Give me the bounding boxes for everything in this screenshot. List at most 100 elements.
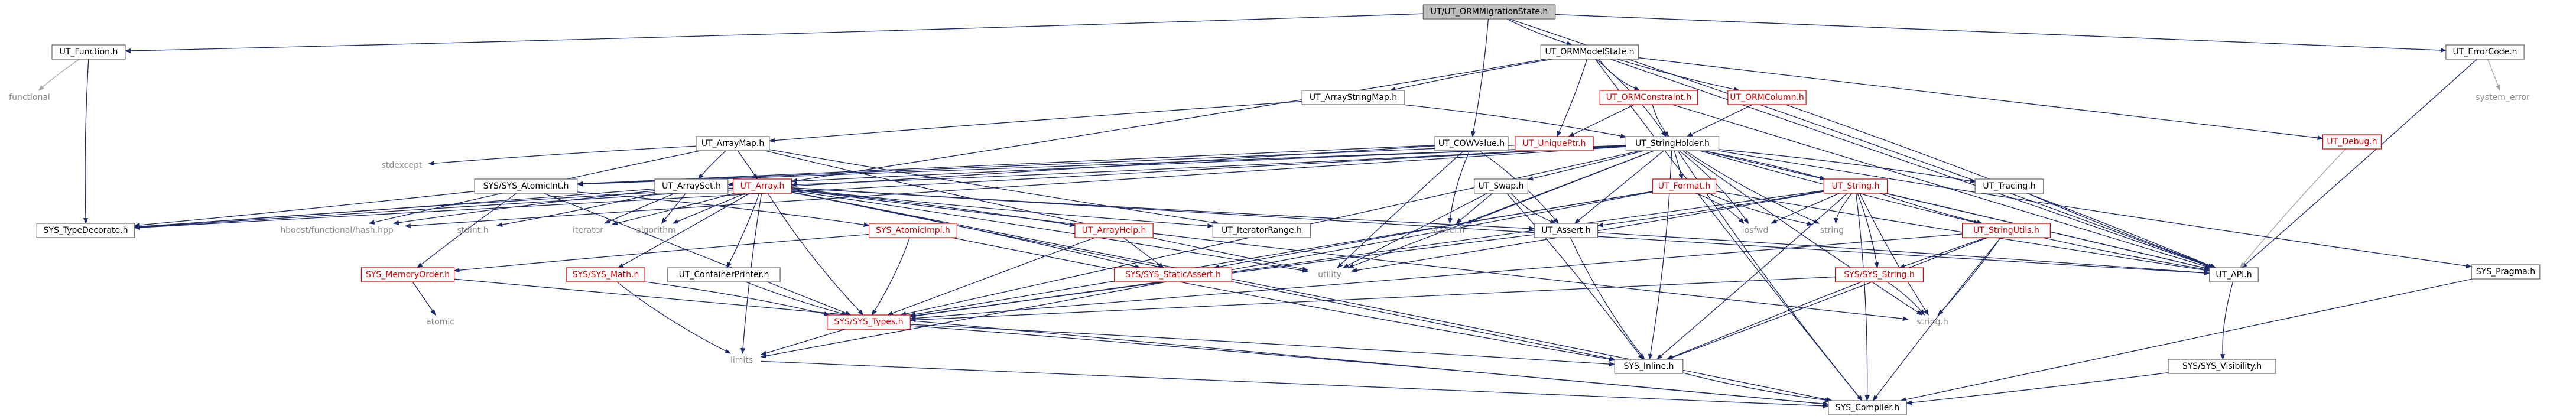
node-ormcol[interactable]: UT_ORMColumn.h	[1727, 90, 1807, 105]
node-label: functional	[9, 93, 50, 102]
node-err[interactable]: UT_ErrorCode.h	[2445, 44, 2525, 60]
node-ahelp[interactable]: UT_ArrayHelp.h	[1074, 223, 1154, 238]
edge-root-to-err	[1555, 14, 2447, 53]
node-uptr[interactable]: UT_UniquePtr.h	[1515, 136, 1594, 151]
node-label: limits	[730, 356, 753, 365]
node-box	[1614, 359, 1684, 374]
edge-assert-to-inline	[1570, 237, 1645, 360]
node-box	[1974, 178, 2044, 194]
node-fn[interactable]: UT_Function.h	[51, 44, 126, 60]
node-sh[interactable]: UT_StringHolder.h	[1625, 136, 1720, 151]
edge-dbg-to-api	[2240, 148, 2346, 268]
node-box	[1114, 267, 1232, 282]
node-label: SYS/SYS_String.h	[1844, 270, 1914, 280]
node-box	[654, 178, 729, 194]
node-trace[interactable]: UT_Tracing.h	[1974, 178, 2044, 194]
edge-arr-to-itrange	[791, 188, 1214, 229]
edge-aset-to-algorithm	[661, 193, 686, 224]
node-box	[1074, 223, 1154, 238]
node-label: SYS/SYS_Math.h	[573, 270, 639, 280]
node-box	[1599, 90, 1698, 105]
node-label: UT_Format.h	[1658, 181, 1710, 191]
node-memorder[interactable]: SYS_MemoryOrder.h	[360, 267, 455, 282]
node-ormc[interactable]: UT_ORMConstraint.h	[1599, 90, 1698, 105]
node-label: UT_Array.h	[740, 181, 785, 191]
edge-fmt-to-string	[1707, 193, 1814, 226]
node-dbg[interactable]: UT_Debug.h	[2322, 134, 2382, 150]
node-aset[interactable]: UT_ArraySet.h	[654, 178, 729, 194]
node-box	[51, 44, 126, 60]
edge-ormcol-to-sh	[1686, 104, 1753, 137]
node-types[interactable]: SYS/SYS_Types.h	[827, 314, 911, 330]
edge-arr-to-contp	[726, 193, 760, 268]
edge-sh-to-iosfwd	[1678, 150, 1749, 224]
edge-sh-to-trace	[1719, 149, 1976, 184]
node-algorithm: algorithm	[636, 226, 676, 235]
node-box	[1962, 223, 2051, 238]
node-contp[interactable]: UT_ContainerPrinter.h	[667, 267, 781, 282]
node-box	[2471, 264, 2541, 280]
edge-ahelp-to-sassert	[1123, 237, 1164, 268]
node-box	[696, 136, 770, 151]
node-root[interactable]: UT/UT_ORMMigrationState.h	[1422, 4, 1556, 20]
edge-atimpl-to-inline	[951, 237, 1616, 362]
node-arr[interactable]: UT_Array.h	[732, 178, 792, 194]
node-label: SYS_AtomicImpl.h	[876, 226, 950, 235]
edge-api-to-vis	[2220, 281, 2234, 360]
node-label: UT_ORMColumn.h	[1730, 93, 1804, 102]
node-box	[2209, 267, 2259, 282]
node-label: UT_String.h	[1832, 181, 1880, 191]
node-tdec[interactable]: SYS_TypeDecorate.h	[36, 223, 135, 238]
node-str[interactable]: UT_String.h	[1823, 178, 1888, 194]
edge-sh-to-hboost	[404, 146, 1626, 228]
node-iterator: iterator	[573, 226, 603, 235]
node-itrange[interactable]: UT_IteratorRange.h	[1212, 223, 1311, 238]
node-syserr: system_error	[2476, 93, 2530, 102]
node-box	[1828, 400, 1907, 415]
node-label: UT_ArrayMap.h	[701, 139, 764, 148]
node-ormms[interactable]: UT_ORMModelState.h	[1540, 44, 1639, 60]
node-fmt[interactable]: UT_Format.h	[1652, 178, 1717, 194]
edge-sh-to-assert	[1574, 150, 1664, 224]
node-inline[interactable]: SYS_Inline.h	[1614, 359, 1684, 374]
node-math[interactable]: SYS/SYS_Math.h	[566, 267, 645, 282]
node-swap[interactable]: UT_Swap.h	[1474, 178, 1528, 194]
edge-asm-to-sh	[1402, 104, 1627, 138]
node-sysatomic[interactable]: SYS/SYS_AtomicInt.h	[474, 178, 578, 194]
node-compiler[interactable]: SYS_Compiler.h	[1828, 400, 1907, 415]
node-assert[interactable]: UT_Assert.h	[1534, 223, 1599, 238]
node-cow[interactable]: UT_COWValue.h	[1434, 136, 1509, 151]
node-label: stdexcept	[382, 161, 423, 170]
edge-sysatomic-to-tdec	[134, 191, 475, 228]
edge-sutil-to-api	[2042, 237, 2210, 272]
node-pragma[interactable]: SYS_Pragma.h	[2471, 264, 2541, 280]
node-asm[interactable]: UT_ArrayStringMap.h	[1301, 90, 1405, 105]
edge-err-to-api	[2241, 59, 2477, 268]
edge-fn-to-tdec	[83, 59, 89, 224]
node-box	[1474, 178, 1528, 194]
node-sutil[interactable]: UT_StringUtils.h	[1962, 223, 2051, 238]
node-atimpl[interactable]: SYS_AtomicImpl.h	[868, 223, 957, 238]
node-sassert[interactable]: SYS/SYS_StaticAssert.h	[1114, 267, 1232, 282]
node-hboost: hboost/functional/hash.hpp	[280, 226, 394, 235]
node-box	[1652, 178, 1717, 194]
edge-amap-to-stdexcept	[428, 145, 697, 166]
node-sysstr[interactable]: SYS/SYS_String.h	[1835, 267, 1924, 282]
edge-arr-to-math	[618, 193, 751, 268]
node-atomic: atomic	[426, 317, 454, 327]
node-box	[667, 267, 781, 282]
node-amap[interactable]: UT_ArrayMap.h	[696, 136, 770, 151]
node-api[interactable]: UT_API.h	[2209, 267, 2259, 282]
node-label: UT_ContainerPrinter.h	[679, 270, 769, 280]
node-vis[interactable]: SYS/SYS_Visibility.h	[2168, 359, 2276, 374]
edge-arr-to-api	[791, 187, 2210, 275]
node-label: UT_Assert.h	[1541, 226, 1590, 235]
edge-fn-to-functional	[38, 59, 80, 91]
edge-str-to-sysstr	[1857, 193, 1879, 268]
edge-sh-to-stringh	[1682, 150, 1923, 316]
edge-amap-to-itrange	[769, 149, 1219, 225]
edge-str-to-iosfwd	[1771, 193, 1840, 224]
node-label: UT_ArrayHelp.h	[1082, 226, 1146, 235]
node-label: string.h	[1916, 317, 1948, 327]
